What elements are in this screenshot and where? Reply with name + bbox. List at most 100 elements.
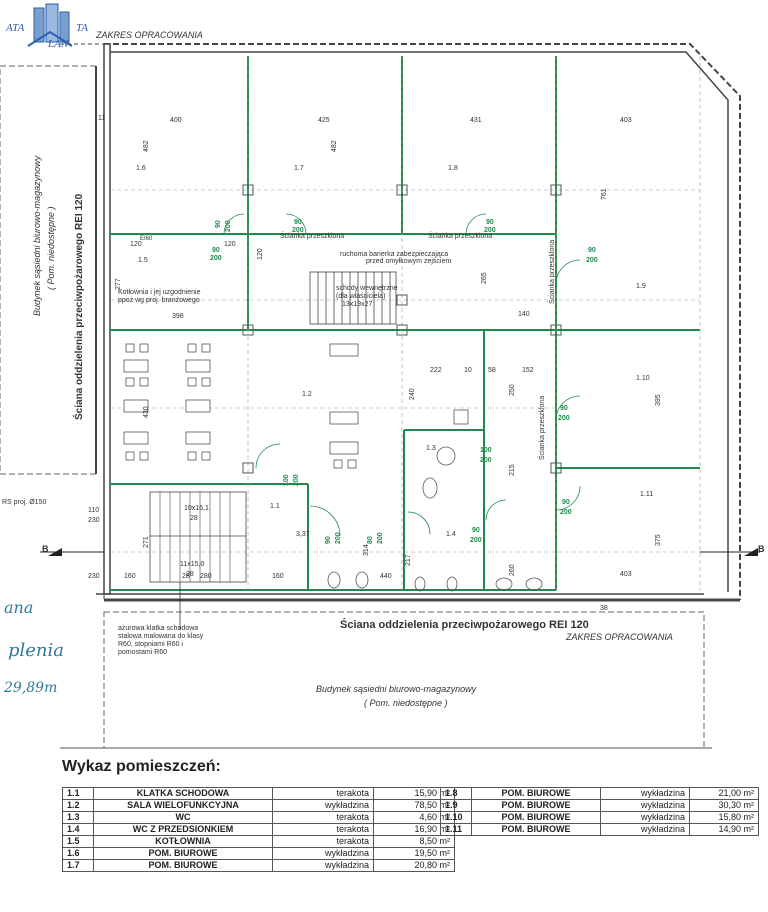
room-area: 21,00 m² (689, 787, 759, 800)
door-label-w-6: 90 (560, 405, 568, 412)
grid-lines (110, 56, 701, 590)
door-label-h-2: 200 (292, 227, 304, 234)
stair-cage-note-line2: stalowa malowana do klasy (118, 633, 204, 640)
room-number: 1.5 (62, 835, 94, 848)
door-label-w-4: 90 (212, 247, 220, 254)
door-label-w-7: 90 (562, 499, 570, 506)
room-label-1-8: 1.8 (448, 165, 458, 172)
dim-398: 398 (172, 313, 184, 320)
room-number: 1.2 (62, 799, 94, 812)
room-number: 1.1 (62, 787, 94, 800)
dim-440: 440 (380, 573, 392, 580)
room-list-heading: Wykaz pomieszczeń: (62, 758, 221, 775)
door-label-h-9: 200 (470, 537, 482, 544)
dim-120-a: 120 (224, 241, 236, 248)
room-number: 1.11 (440, 823, 472, 836)
dim-110: 110 (88, 507, 99, 514)
room-floor: wykładzina (272, 799, 374, 812)
stairs-note-line1: schody wewnętrzne (336, 285, 398, 292)
neighbor-bottom-line1: Budynek sąsiedni biurowo-magazynowy (316, 684, 477, 694)
door-label-h-1: 200 (225, 220, 232, 232)
stair-cage (149, 491, 247, 630)
stairs-2-line2: 28 (186, 571, 194, 578)
dim-top-1: 400 (170, 117, 182, 124)
wc-fixtures (327, 409, 543, 592)
room-name: WC (93, 811, 273, 824)
barrier-note-line2: przed omyłkowym zejściem (366, 258, 451, 265)
room-area: 14,90 m² (689, 823, 759, 836)
dim-11: 11 (98, 115, 105, 122)
room-floor: wykładzina (600, 787, 690, 800)
furniture (123, 343, 359, 469)
dim-430: 430 (143, 406, 150, 418)
room-area: 20,80 m² (373, 859, 455, 872)
room-floor: terakota (272, 811, 374, 824)
dim-337: 3,37 (296, 531, 310, 538)
dim-160-a: 160 (124, 573, 136, 580)
stairs-1-line2: 28 (190, 515, 198, 522)
room-name: POM. BIUROWE (471, 811, 601, 824)
door-label-w-8: 100 (480, 447, 492, 454)
stair-cage-note-line1: ażurowa klatka schodowa (118, 625, 198, 632)
room-label-1-7: 1.7 (294, 165, 304, 172)
door-swings (223, 213, 581, 537)
room-area: 30,30 m² (689, 799, 759, 812)
dim-271: 271 (143, 536, 150, 548)
door-label-w-11: 90 (325, 536, 332, 544)
partition-vertical-label-1: Ścianka przeszklona (547, 240, 556, 304)
left-neighbor (0, 65, 97, 475)
room-name: POM. BIUROWE (93, 847, 273, 860)
dim-403: 403 (620, 571, 632, 578)
barrier-note-line1: ruchoma barierka zabezpieczająca (340, 251, 448, 258)
stair-cage-note-line4: pomostami R60 (118, 649, 167, 656)
room-area: 8,50 m² (373, 835, 455, 848)
room-name: KLATKA SCHODOWA (93, 787, 273, 800)
room-label-1-10: 1.10 (636, 375, 650, 382)
room-number: 1.9 (440, 799, 472, 812)
outer-walls (60, 43, 741, 602)
room-label-1-9: 1.9 (636, 283, 646, 290)
dim-120-b: 120 (257, 248, 264, 260)
room-name: POM. BIUROWE (471, 823, 601, 836)
door-label-h-10: 200 (293, 474, 300, 486)
room-label-1-5: 1.5 (138, 257, 148, 264)
zakres-bottom-label: ZAKRES OPRACOWANIA (565, 632, 673, 642)
room-floor: terakota (272, 823, 374, 836)
door-label-w-5: 90 (588, 247, 596, 254)
wall-bottom-label: Ściana oddzielenia przeciwpożarowego REI… (340, 618, 589, 631)
neighbor-left-line2: ( Pom. niedostępne ) (46, 206, 56, 290)
partition-vertical-label-2: Ścianka przeszklona (537, 396, 546, 460)
dim-217: 217 (405, 554, 412, 566)
handwriting-line1: ana (4, 598, 34, 617)
room-label-1-2: 1.2 (302, 391, 312, 398)
room-name: SALA WIELOFUNKCYJNA (93, 799, 273, 812)
room-number: 1.4 (62, 823, 94, 836)
dim-761: 761 (601, 188, 608, 200)
dim-230-a: 230 (88, 517, 100, 524)
room-name: POM. BIUROWE (93, 859, 273, 872)
internal-stairs (309, 271, 397, 325)
logo-text-bottom: LAN (48, 38, 69, 50)
partition-label-2: Ścianka przeszklona (428, 231, 492, 240)
room-floor: wykładzina (600, 799, 690, 812)
stairs-2-line4: 280 (200, 573, 212, 580)
dim-215: 215 (509, 464, 516, 476)
stairs-2-line1: 11x15,0 (180, 561, 204, 568)
wall-left-label: Ściana oddzielenia przeciwpożarowego REI… (72, 193, 85, 420)
door-label-h-11: 200 (335, 532, 342, 544)
stair-cage-note-line3: R60, stopniami R60 i (118, 641, 183, 648)
room-name: KOTŁOWNIA (93, 835, 273, 848)
room-area: 15,80 m² (689, 811, 759, 824)
door-label-h-7: 200 (560, 509, 572, 516)
door-label-h-4: 200 (210, 255, 222, 262)
dim-395: 395 (655, 394, 662, 406)
